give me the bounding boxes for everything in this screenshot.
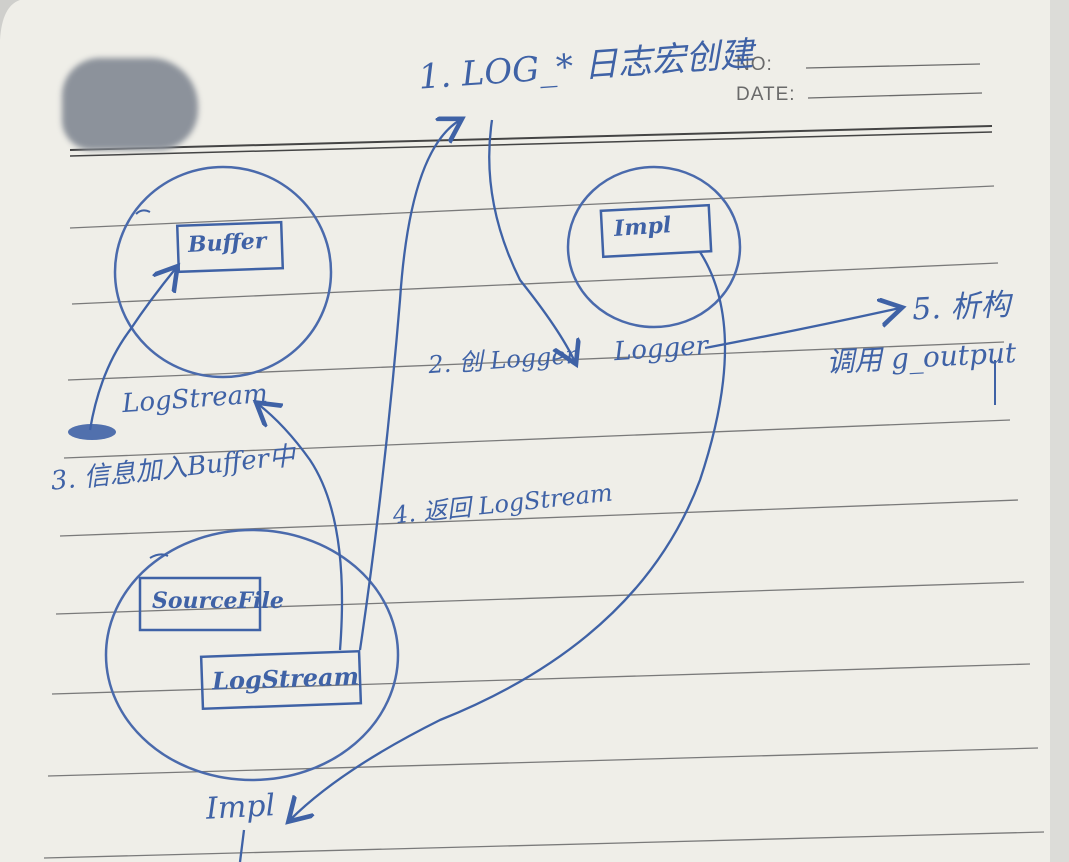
- impl-top-label: Impl: [613, 212, 673, 242]
- page-edge-shadow: [1050, 0, 1069, 862]
- logger-source-circle: [104, 528, 400, 782]
- date-label: DATE:: [736, 84, 796, 105]
- logstream-inner-label: LogStream: [211, 661, 360, 696]
- arrow-to-buffer: [88, 268, 176, 431]
- arrow-logger-to-destruct: [704, 308, 900, 350]
- impl-box: [599, 203, 713, 259]
- source-circle-hook: [149, 553, 169, 559]
- date-line: [807, 92, 983, 99]
- logstream-inner-box: [199, 649, 363, 711]
- arrow-logstream-to-title: [358, 120, 460, 651]
- header-rule-1: [69, 125, 993, 151]
- buffer-label: Buffer: [187, 227, 268, 259]
- arrow-impl-to-impl-bottom: [290, 251, 727, 820]
- ink-scribble: [68, 424, 116, 440]
- impl-circle: [566, 165, 742, 329]
- arrow-title-to-logger: [488, 119, 575, 362]
- header-rule-2: [69, 131, 993, 157]
- sourcefile-box: [138, 576, 262, 632]
- no-label: NO:: [736, 54, 773, 75]
- impl-bottom-label: Impl: [205, 788, 276, 827]
- step5-note: 5. 析构: [911, 287, 1012, 328]
- no-line: [805, 63, 981, 69]
- sourcefile-label: SourceFile: [152, 588, 284, 614]
- ruled-lines: [43, 185, 1045, 859]
- arrow-inner-to-logstream: [258, 404, 344, 651]
- redacted-blur: [62, 58, 198, 150]
- buffer-circle: [113, 165, 333, 379]
- impl-tail: [238, 829, 246, 862]
- buffer-circle-hook: [135, 209, 151, 215]
- buffer-box: [175, 220, 285, 274]
